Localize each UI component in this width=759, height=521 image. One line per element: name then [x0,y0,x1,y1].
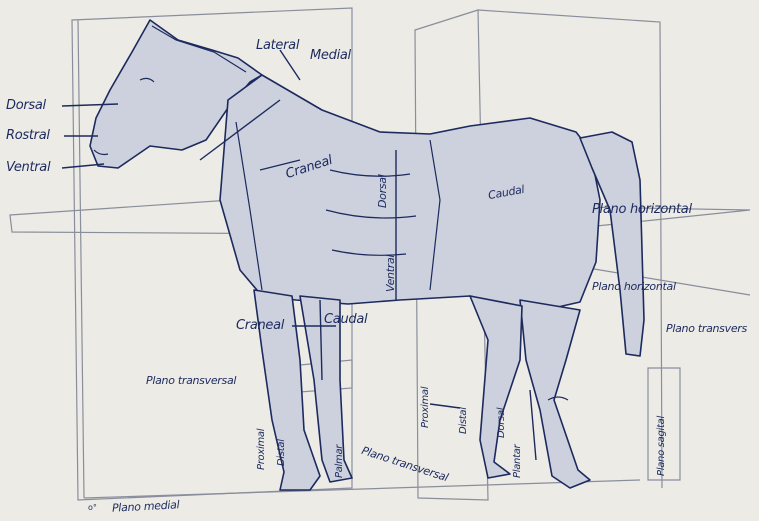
plano-horizontal-top-label: Plano horizontal [592,202,692,217]
plano-transversal-right-label: Plano transvers [666,322,747,335]
proximal-center-label: Proximal [420,387,431,428]
proximal-front-label: Proximal [256,429,267,470]
distal-front-label: Distal [276,439,287,466]
dorsal-head-label: Dorsal [6,98,46,113]
dorsal-body-label: Dorsal [376,175,389,208]
plano-sagital-label: Plano sagital [656,416,667,476]
plantar-label: Plantar [512,445,523,478]
lateral-label: Lateral [256,38,299,53]
rostral-label: Rostral [6,128,50,143]
plano-transversal-left-label: Plano transversal [146,374,236,387]
plano-horizontal-low-label: Plano horizontal [592,280,676,293]
craneal-leg-label: Craneal [236,318,284,333]
dorsal-hind-label: Dorsal [496,408,507,438]
medial-label: Medial [310,48,351,63]
distal-center-label: Distal [458,407,469,434]
ventral-body-label: Ventral [384,255,397,292]
caudal-leg-label: Caudal [324,312,367,327]
ventral-head-label: Ventral [6,160,50,175]
palmar-label: Palmar [334,445,345,478]
corner-mark: o° [88,503,97,512]
